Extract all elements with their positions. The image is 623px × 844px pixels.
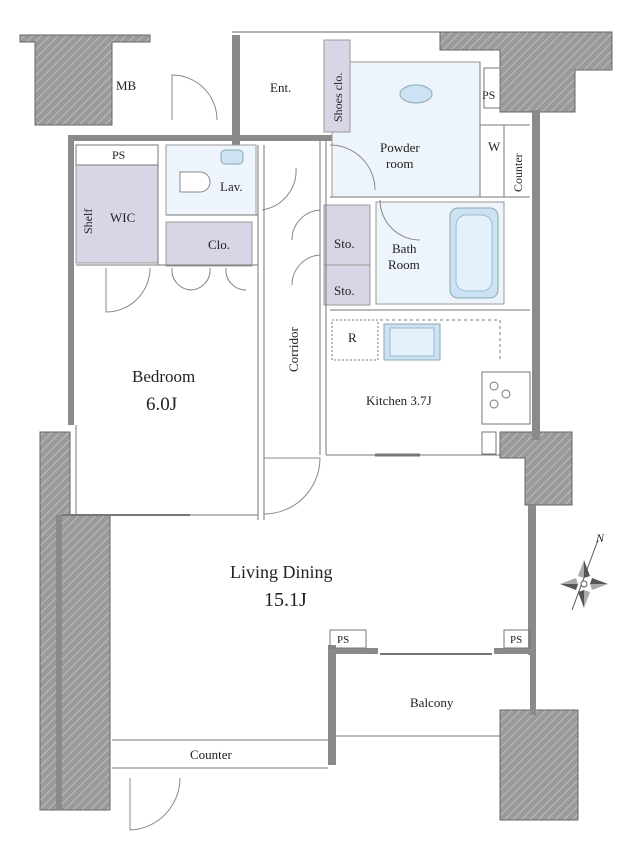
lav-label: Lav. (220, 179, 243, 194)
kitchen-label: Kitchen 3.7J (366, 393, 432, 408)
outer-walls (56, 35, 540, 810)
living-dining-label: Living Dining (230, 562, 333, 582)
closet-area (165, 221, 253, 267)
shoes-closet-area (323, 39, 351, 133)
entrance-label: Ent. (270, 80, 291, 95)
shelf-label: Shelf (81, 209, 95, 234)
w-label: W (488, 139, 501, 154)
ps-top-label: PS (482, 88, 495, 102)
bath-room-label-2: Room (388, 257, 420, 272)
balcony-label: Balcony (410, 695, 454, 710)
storage-2-label: Sto. (334, 283, 355, 298)
refrigerator-label: R (348, 330, 357, 345)
shoes-closet-label: Shoes clo. (331, 73, 345, 122)
counter-side-label: Counter (511, 153, 525, 192)
corridor-label: Corridor (286, 327, 301, 372)
interior-partitions (62, 62, 531, 769)
bedroom-size-label: 6.0J (146, 394, 177, 415)
powder-room-floor (331, 61, 481, 198)
wic-label: WIC (110, 210, 135, 225)
lav-sink (220, 149, 244, 165)
closet-label: Clo. (208, 237, 230, 252)
wic-area (75, 164, 159, 264)
compass-rose (560, 539, 608, 611)
compass-north-label: N (595, 531, 605, 545)
powder-sink (399, 84, 433, 104)
living-dining-size-label: 15.1J (264, 589, 307, 611)
structural-columns (19, 31, 613, 821)
ps-right-label: PS (510, 634, 522, 646)
bedroom-label: Bedroom (132, 367, 195, 386)
powder-room-label-1: Powder (380, 140, 420, 155)
powder-room-label-2: room (386, 156, 413, 171)
ps-wic-label: PS (112, 148, 125, 162)
door-swings (105, 74, 421, 831)
mb-label: MB (116, 78, 137, 93)
toilet (179, 171, 211, 193)
ps-left-label: PS (337, 634, 349, 646)
counter-bottom-label: Counter (190, 747, 233, 762)
storage-area (323, 204, 371, 306)
storage-1-label: Sto. (334, 236, 355, 251)
bath-room-label-1: Bath (392, 241, 417, 256)
